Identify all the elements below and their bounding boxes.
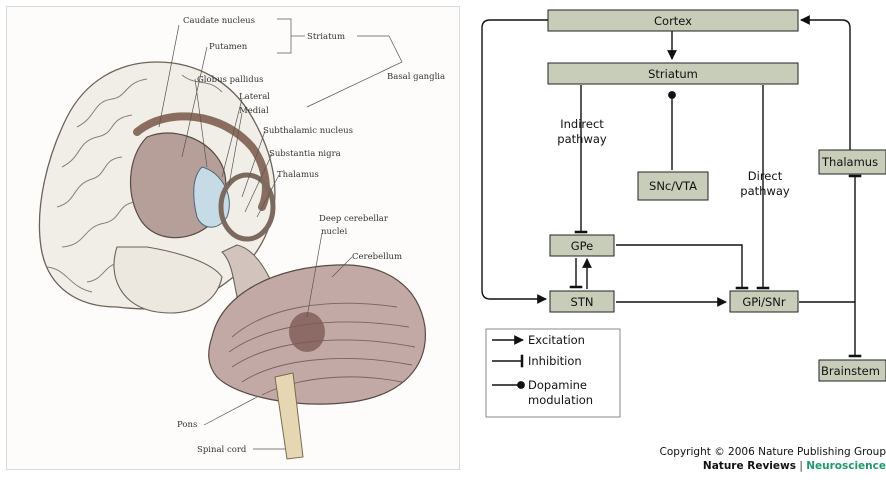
node-cortex: Cortex	[548, 10, 798, 31]
label-pons: Pons	[177, 420, 197, 430]
label-lateral: Lateral	[239, 92, 270, 102]
edge-cortex-stn	[482, 20, 548, 299]
node-striatum-label: Striatum	[648, 67, 698, 81]
label-striatum: Striatum	[307, 32, 345, 42]
node-snc-vta-label: SNc/VTA	[649, 179, 697, 193]
brain-anatomy-illustration: Caudate nucleus Putamen Striatum Globus …	[6, 6, 460, 470]
node-gpi-snr-label: GPi/SNr	[742, 295, 786, 309]
journal-separator: |	[799, 460, 803, 472]
legend-excitation-label: Excitation	[528, 333, 585, 347]
direct-pathway-label-line2: pathway	[740, 184, 790, 198]
label-substantia-nigra: Substantia nigra	[269, 149, 341, 159]
node-thalamus-label: Thalamus	[821, 155, 878, 169]
node-brainstem-label: Brainstem	[821, 364, 880, 378]
node-cortex-label: Cortex	[654, 14, 692, 28]
brain-drawing: Caudate nucleus Putamen Striatum Globus …	[7, 7, 459, 469]
copyright-line: Copyright © 2006 Nature Publishing Group	[660, 445, 886, 459]
circuit-diagram-panel: Cortex Striatum SNc/VTA Thalamus GPe STN…	[476, 0, 886, 479]
deep-nuclei-shape	[289, 312, 325, 352]
label-thalamus: Thalamus	[277, 170, 319, 180]
label-putamen: Putamen	[209, 42, 248, 52]
copyright-block: Copyright © 2006 Nature Publishing Group…	[660, 445, 886, 473]
label-deep-cerebellar: Deep cerebellar	[319, 214, 389, 224]
indirect-pathway-label-line2: pathway	[557, 132, 607, 146]
direct-pathway-label-line1: Direct	[748, 169, 783, 183]
edge-gpe-gpi	[616, 245, 742, 288]
label-basal-ganglia: Basal ganglia	[387, 72, 445, 82]
label-cerebellum: Cerebellum	[352, 252, 402, 262]
label-spinal-cord: Spinal cord	[197, 445, 247, 455]
node-snc-vta: SNc/VTA	[638, 172, 708, 200]
legend: Excitation Inhibition Dopamine modulatio…	[486, 329, 620, 417]
node-stn-label: STN	[571, 295, 594, 309]
journal-field: Neuroscience	[806, 460, 886, 472]
journal-brand: Nature Reviews	[703, 460, 796, 472]
node-gpi-snr: GPi/SNr	[730, 291, 798, 312]
label-caudate-nucleus: Caudate nucleus	[183, 16, 255, 26]
node-brainstem: Brainstem	[819, 360, 886, 381]
label-subthalamic-nucleus: Subthalamic nucleus	[263, 126, 353, 136]
label-globus-pallidus: Globus pallidus	[197, 75, 264, 85]
node-thalamus: Thalamus	[819, 150, 886, 174]
node-stn: STN	[550, 291, 614, 312]
label-nuclei: nuclei	[321, 227, 347, 237]
node-gpe-label: GPe	[571, 239, 594, 253]
legend-dopamine-label-line1: Dopamine	[528, 378, 587, 392]
label-medial: Medial	[239, 106, 269, 116]
circuit-diagram: Cortex Striatum SNc/VTA Thalamus GPe STN…	[476, 0, 886, 479]
legend-dopamine-label-line2: modulation	[528, 393, 593, 407]
node-striatum: Striatum	[548, 63, 798, 84]
legend-inhibition-label: Inhibition	[528, 354, 582, 368]
journal-line: Nature Reviews | Neuroscience	[660, 459, 886, 473]
edge-thalamus-cortex	[801, 20, 850, 150]
indirect-pathway-label-line1: Indirect	[560, 117, 604, 131]
node-gpe: GPe	[550, 235, 614, 256]
